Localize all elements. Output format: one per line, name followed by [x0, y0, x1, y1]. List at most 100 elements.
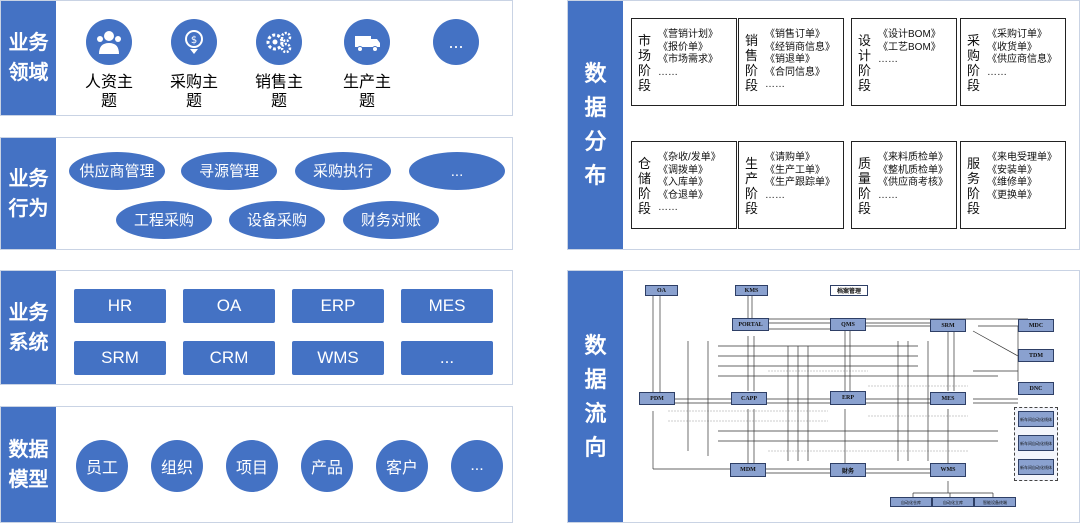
distribution-panel: 数 据 分 布 市场阶段《营销计划》《报价单》《市场需求》……销售阶段《销售订单…: [567, 0, 1080, 250]
stage-item: 《仓退单》: [658, 189, 708, 201]
domain-item-label: 采购主题: [169, 74, 218, 110]
systems-row: 业务系统 HR OA ERP MES SRM CRM WMS ...: [0, 270, 513, 385]
stage-item: ……: [987, 66, 1007, 78]
behavior-item[interactable]: 采购执行: [295, 152, 391, 190]
behavior-item[interactable]: 工程采购: [116, 201, 212, 239]
stage-item: 《工艺BOM》: [878, 41, 941, 53]
model-organization[interactable]: 组织: [151, 440, 203, 492]
flow-node-mdc[interactable]: MDC: [1018, 319, 1054, 332]
stage-box[interactable]: 采购阶段《采购订单》《收货单》《供应商信息》……: [960, 18, 1066, 106]
stage-item: ……: [878, 189, 898, 201]
flow-side-item[interactable]: 新车间自动化线体: [1018, 459, 1054, 475]
behavior-row: 业务行为 供应商管理 寻源管理 采购执行 ... 工程采购 设备采购 财务对账: [0, 137, 513, 250]
stage-box[interactable]: 生产阶段《请购单》《生产工单》《生产跟踪单》……: [738, 141, 844, 229]
flow-node-srm[interactable]: SRM: [930, 319, 966, 332]
flow-node-erp[interactable]: ERP: [830, 391, 866, 405]
behavior-item[interactable]: 设备采购: [229, 201, 325, 239]
system-more[interactable]: ...: [401, 341, 493, 375]
stage-box[interactable]: 仓储阶段《杂收/发单》《调拨单》《入库单》《仓退单》……: [631, 141, 737, 229]
system-hr[interactable]: HR: [74, 289, 166, 323]
flow-side-item[interactable]: 新车间自动化线体: [1018, 411, 1054, 427]
stage-box[interactable]: 市场阶段《营销计划》《报价单》《市场需求》……: [631, 18, 737, 106]
model-customer[interactable]: 客户: [376, 440, 428, 492]
stage-box[interactable]: 质量阶段《来料质检单》《整机质检单》《供应商考核》……: [851, 141, 957, 229]
stage-title: 质量阶段: [858, 156, 872, 216]
flow-side-item[interactable]: 新车间自动化线体: [1018, 435, 1054, 451]
system-srm[interactable]: SRM: [74, 341, 166, 375]
flow-bottom-item[interactable]: 自动化仓库: [890, 497, 932, 507]
flow-node-dnc[interactable]: DNC: [1018, 382, 1054, 395]
stage-item: 《设计BOM》: [878, 29, 941, 40]
system-oa[interactable]: OA: [183, 289, 275, 323]
flow-node-mdm[interactable]: MDM: [730, 463, 766, 477]
behavior-item[interactable]: 供应商管理: [69, 152, 165, 190]
behavior-item[interactable]: ...: [409, 152, 505, 190]
system-erp[interactable]: ERP: [292, 289, 384, 323]
stage-item: 《生产工单》: [765, 164, 825, 176]
flow-node-finance[interactable]: 财务: [830, 463, 866, 477]
stage-title: 市场阶段: [638, 33, 652, 93]
stage-title: 销售阶段: [745, 33, 759, 93]
stage-items: 《设计BOM》《工艺BOM》……: [878, 29, 954, 67]
more-icon[interactable]: ...: [433, 19, 479, 65]
stage-item: 《合同信息》: [765, 66, 825, 78]
stage-item: 《市场需求》: [658, 54, 718, 65]
more-label: ...: [448, 31, 464, 52]
svg-text:$: $: [191, 35, 197, 46]
stage-item: 《收货单》: [987, 41, 1037, 53]
domain-row-label: 业务领域: [1, 1, 56, 115]
flow-node-qms[interactable]: QMS: [830, 318, 866, 331]
stage-title: 仓储阶段: [638, 156, 652, 216]
stage-item: 《调拨单》: [658, 164, 708, 176]
stage-item: ……: [765, 79, 785, 90]
systems-row-label: 业务系统: [1, 271, 56, 384]
model-project[interactable]: 项目: [226, 440, 278, 492]
money-download-icon[interactable]: $: [171, 19, 217, 65]
flow-node-kms[interactable]: KMS: [735, 285, 768, 296]
flow-node-wms[interactable]: WMS: [930, 463, 966, 477]
stage-items: 《销售订单》《经销商信息》《销退单》《合同信息》……: [765, 29, 841, 92]
stage-item: 《报价单》: [658, 41, 708, 53]
model-more[interactable]: ...: [451, 440, 503, 492]
stage-item: 《供应商信息》: [987, 54, 1057, 65]
flow-node-pdm[interactable]: PDM: [639, 392, 675, 405]
model-product[interactable]: 产品: [301, 440, 353, 492]
flow-node-mes[interactable]: MES: [930, 392, 966, 405]
behavior-item[interactable]: 寻源管理: [181, 152, 277, 190]
distribution-label: 数 据 分 布: [568, 1, 623, 249]
gears-icon[interactable]: [256, 19, 302, 65]
system-wms[interactable]: WMS: [292, 341, 384, 375]
flow-node-capp[interactable]: CAPP: [731, 392, 767, 405]
domain-item-label: 销售主题: [254, 74, 303, 110]
stage-title: 生产阶段: [745, 156, 759, 216]
flow-bottom-item[interactable]: 自动化立库: [932, 497, 974, 507]
truck-icon[interactable]: [344, 19, 390, 65]
stage-box[interactable]: 服务阶段《来电受理单》《安装单》《维修单》《更换单》: [960, 141, 1066, 229]
flow-node-portal[interactable]: PORTAL: [732, 318, 769, 331]
flow-node-oa[interactable]: OA: [645, 285, 678, 296]
system-mes[interactable]: MES: [401, 289, 493, 323]
flow-node-archive[interactable]: 档案管理: [830, 285, 868, 296]
stage-item: 《来料质检单》: [878, 152, 948, 163]
domain-row: 业务领域 人资主题 $ 采购主题 销售主题 生产主题 ...: [0, 0, 513, 116]
stage-item: 《销售订单》: [765, 29, 825, 40]
behavior-row-label: 业务行为: [1, 138, 56, 249]
behavior-item[interactable]: 财务对账: [343, 201, 439, 239]
stage-box[interactable]: 设计阶段《设计BOM》《工艺BOM》……: [851, 18, 957, 106]
stage-item: 《来电受理单》: [987, 152, 1057, 163]
stage-item: 《营销计划》: [658, 29, 718, 40]
people-icon[interactable]: [86, 19, 132, 65]
stage-title: 设计阶段: [858, 33, 872, 93]
stage-item: ……: [765, 189, 785, 201]
model-row: 数据模型 员工 组织 项目 产品 客户 ...: [0, 406, 513, 523]
domain-item-label: 人资主题: [84, 74, 133, 110]
flow-node-tdm[interactable]: TDM: [1018, 349, 1054, 362]
flow-bottom-item[interactable]: 智能设备终端: [974, 497, 1016, 507]
stage-item: 《生产跟踪单》: [765, 177, 835, 188]
stage-item: 《入库单》: [658, 177, 708, 188]
stage-title: 服务阶段: [967, 156, 981, 216]
flow-label: 数 据 流 向: [568, 271, 623, 522]
stage-box[interactable]: 销售阶段《销售订单》《经销商信息》《销退单》《合同信息》……: [738, 18, 844, 106]
model-employee[interactable]: 员工: [76, 440, 128, 492]
system-crm[interactable]: CRM: [183, 341, 275, 375]
